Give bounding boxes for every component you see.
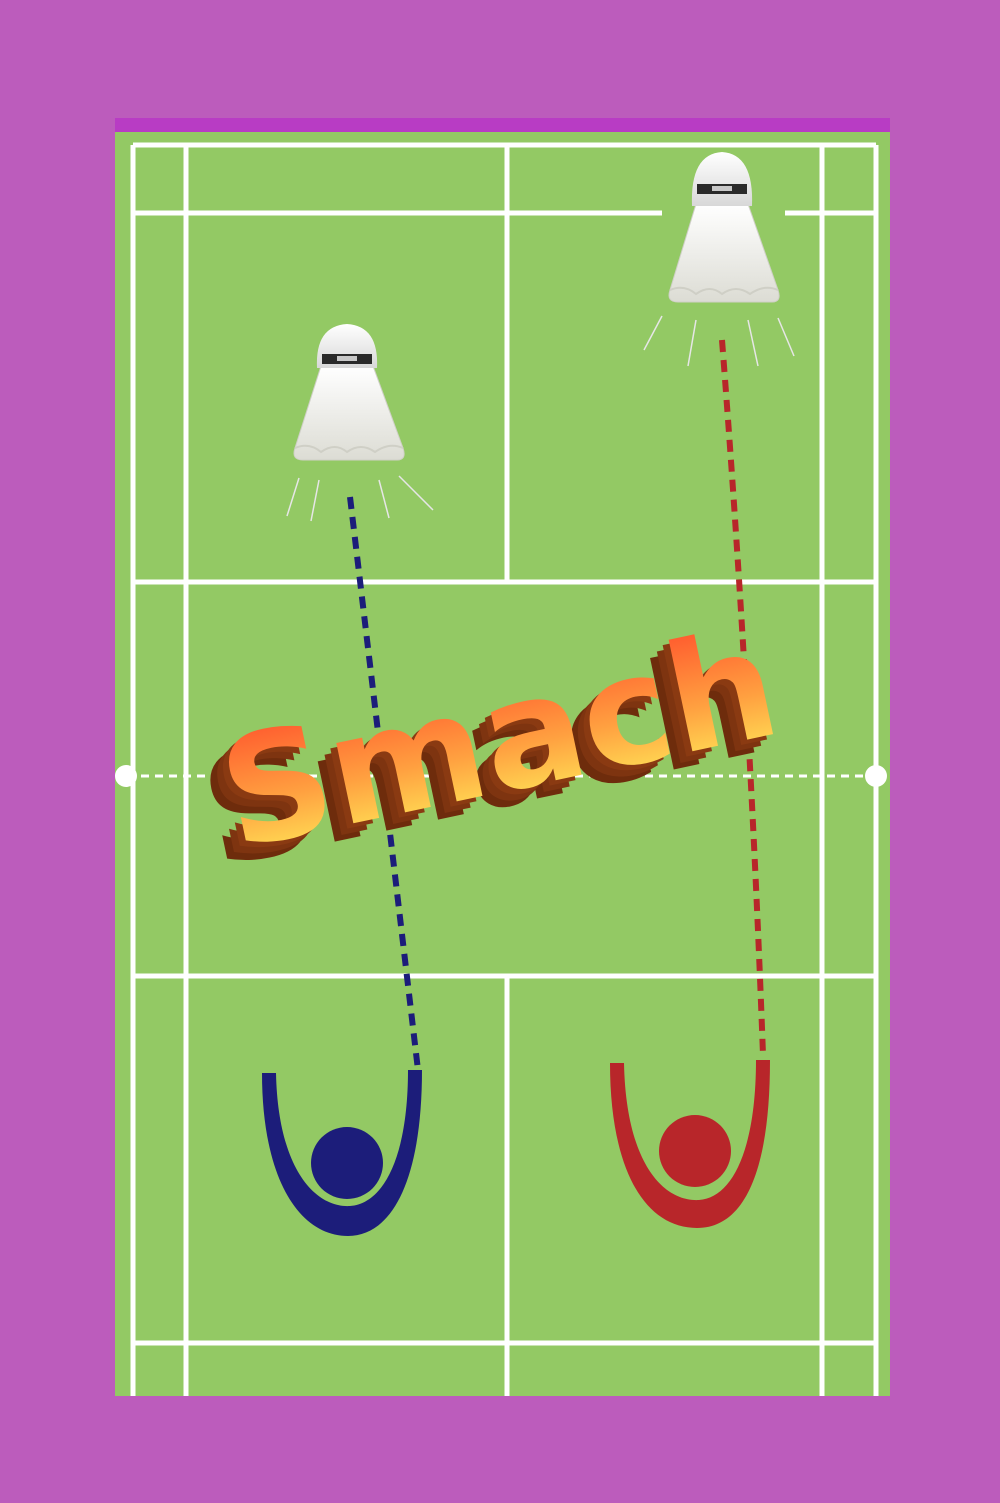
red-player-head [659, 1115, 731, 1187]
blue-player-head [311, 1127, 383, 1199]
court [115, 118, 890, 1396]
blue-shot-trajectory [347, 496, 421, 1071]
net [115, 765, 887, 787]
court-top-strip [115, 118, 890, 132]
court-surface [115, 120, 890, 1396]
red-shot-trajectory [719, 339, 766, 1056]
shuttlecock-icon [643, 152, 795, 367]
blue-player-arms [262, 1070, 422, 1236]
player-arms-up-icon [610, 1060, 770, 1228]
shuttlecock-icon [286, 324, 434, 522]
net-post-right [865, 765, 887, 787]
player-arms-up-icon [262, 1070, 422, 1236]
red-player-arms [610, 1060, 770, 1228]
net-post-left [115, 765, 137, 787]
